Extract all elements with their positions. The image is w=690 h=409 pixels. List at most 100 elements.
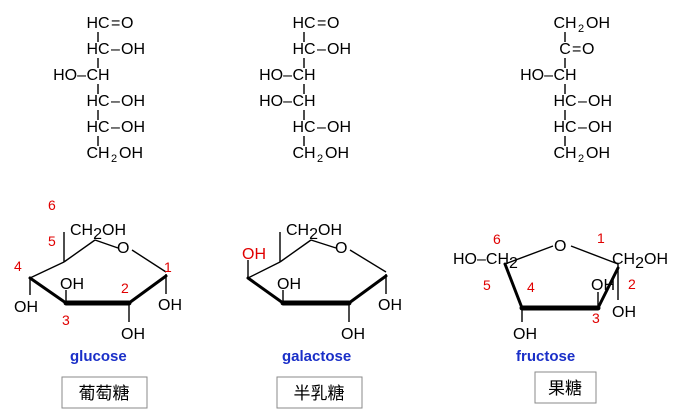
- bond: [28, 276, 68, 305]
- bond: [349, 249, 387, 273]
- glucose-oh-c3: OH: [60, 276, 84, 293]
- glucose-fischer-right-4: OH: [121, 93, 145, 110]
- glucose-fischer-bond-4: –: [111, 93, 120, 110]
- fructose-fischer-right-1: OH: [586, 15, 610, 32]
- fructose-fischer-bond-2: =: [572, 41, 581, 58]
- bond: [310, 239, 337, 249]
- fructose-fischer-right-6: OH: [586, 145, 610, 162]
- galactose-fischer-subscript: 2: [317, 153, 323, 165]
- fructose-fischer-carbon-2: C: [559, 41, 571, 58]
- glucose-fischer-right-2: OH: [121, 41, 145, 58]
- fructose-fischer-right-4: OH: [588, 93, 612, 110]
- galactose-fischer-carbon-4: CH: [292, 93, 315, 110]
- bond: [63, 239, 96, 263]
- fructose-fischer-bond-5: –: [578, 119, 587, 136]
- bond: [347, 274, 388, 305]
- galactose-fischer-bond-5: –: [317, 119, 326, 136]
- glucose-fischer-carbon-4: HC: [86, 93, 109, 110]
- glucose-zh-label: 葡萄糖: [79, 384, 130, 404]
- glucose-carbon-1: 1: [164, 259, 172, 275]
- glucose-carbon-3: 3: [62, 312, 70, 328]
- glucose-carbon-4: 4: [14, 258, 22, 274]
- fructose-oh-c2: OH: [612, 304, 636, 321]
- glucose-fischer-carbon-6: CH: [86, 145, 109, 162]
- bond: [247, 261, 281, 279]
- galactose-name: galactose: [282, 348, 351, 365]
- glucose-carbon-6: 6: [48, 197, 56, 213]
- fructose-zh-label: 果糖: [548, 379, 582, 399]
- glucose-oh-c2: OH: [121, 326, 145, 343]
- galactose-fischer-bond-2: –: [317, 41, 326, 58]
- glucose-ch2oh: CH2OH: [70, 222, 126, 243]
- bond: [596, 266, 620, 310]
- glucose-fischer-carbon-2: HC: [86, 41, 109, 58]
- glucose-carbon-5: 5: [48, 233, 56, 249]
- galactose-fischer-carbon-6: CH: [292, 145, 315, 162]
- galactose-fischer-bond-1: =: [317, 15, 326, 32]
- glucose-name: glucose: [70, 348, 127, 365]
- bond: [279, 239, 312, 263]
- glucose-fischer-subscript: 2: [111, 153, 117, 165]
- galactose-fischer-left-4: HO–: [259, 93, 292, 110]
- fructose-fischer-carbon-1: CH: [553, 15, 576, 32]
- glucose-fischer-left-3: HO–: [53, 67, 86, 84]
- bond: [570, 245, 619, 265]
- glucose-fischer-carbon-3: CH: [86, 67, 109, 84]
- fructose-ring-oxygen: O: [554, 238, 566, 255]
- galactose-fischer-carbon-1: HC: [292, 15, 315, 32]
- fructose-carbon-3: 3: [592, 310, 600, 326]
- glucose-fischer-carbon-5: HC: [86, 119, 109, 136]
- fructose-carbon-5: 5: [483, 277, 491, 293]
- galactose-oh-c3: OH: [277, 276, 301, 293]
- galactose-fischer-right-2: OH: [327, 41, 351, 58]
- fructose-fischer-carbon-6: CH: [553, 145, 576, 162]
- fructose-carbon-1: 1: [597, 230, 605, 246]
- fructose-fischer-carbon-4: HC: [553, 93, 576, 110]
- fructose-fischer-carbon-3: CH: [553, 67, 576, 84]
- fructose-oh-c4: OH: [513, 326, 537, 343]
- glucose-fischer-right-1: O: [121, 15, 133, 32]
- glucose-carbon-2: 2: [121, 280, 129, 296]
- fructose-ch2oh: CH2OH: [612, 251, 668, 272]
- bond: [246, 276, 285, 305]
- fructose-fischer-left-3: HO–: [520, 67, 553, 84]
- glucose-fischer-carbon-1: HC: [86, 15, 109, 32]
- bond: [131, 249, 167, 273]
- glucose-oh-c4: OH: [14, 299, 38, 316]
- bond: [29, 261, 65, 279]
- glucose-fischer-bond-2: –: [111, 41, 120, 58]
- fructose-ring: HO–CH2 O CH2OH OH OH OH 6 1 5 2 4 3 fruc…: [453, 230, 668, 365]
- galactose-fischer-carbon-2: HC: [292, 41, 315, 58]
- galactose-fischer-right-1: O: [327, 15, 339, 32]
- fructose-carbon-6: 6: [493, 231, 501, 247]
- galactose-oh-c1: OH: [378, 297, 402, 314]
- glucose-oh-c1: OH: [158, 297, 182, 314]
- fructose-carbon-2: 2: [628, 276, 636, 292]
- glucose-fischer-right-6: OH: [119, 145, 143, 162]
- glucose-zh-box: 葡萄糖: [61, 376, 148, 409]
- glucose-fischer-bond-1: =: [111, 15, 120, 32]
- fructose-fischer-carbon-5: HC: [553, 119, 576, 136]
- fructose-zh-box: 果糖: [534, 371, 597, 404]
- glucose-fischer-bond-5: –: [111, 119, 120, 136]
- galactose-fischer-carbon-3: CH: [292, 67, 315, 84]
- fructose-fischer-right-2: O: [582, 41, 594, 58]
- galactose-oh-c4: OH: [242, 246, 266, 263]
- bond: [504, 245, 554, 265]
- galactose-zh-label: 半乳糖: [294, 384, 345, 404]
- fructose-fischer-subscript: 2: [578, 23, 584, 35]
- galactose-ring: CH2OH O OH OH OH OH galactose: [242, 222, 402, 365]
- galactose-fischer-left-3: HO–: [259, 67, 292, 84]
- galactose-fischer-carbon-5: HC: [292, 119, 315, 136]
- glucose-ring: CH2OH O OH OH OH OH 6 5 4 1 2 3 glucose: [14, 197, 182, 365]
- fructose-carbon-4: 4: [527, 279, 535, 295]
- fructose-fischer-subscript: 2: [578, 153, 584, 165]
- glucose-ring-oxygen: O: [117, 240, 129, 257]
- galactose-oh-c2: OH: [341, 326, 365, 343]
- fructose-fischer-bond-4: –: [578, 93, 587, 110]
- fructose-fischer-right-5: OH: [588, 119, 612, 136]
- fructose-name: fructose: [516, 348, 575, 365]
